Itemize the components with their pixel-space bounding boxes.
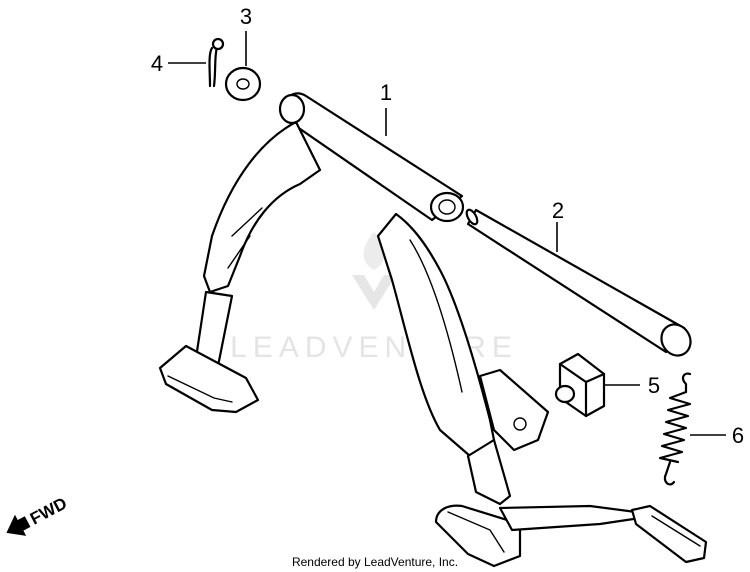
leader-lines	[168, 31, 726, 436]
callout-2: 2	[552, 198, 564, 223]
fwd-indicator: FWD	[6, 494, 70, 536]
watermark-logo-icon	[352, 275, 396, 310]
pivot-pipe-part	[465, 208, 692, 357]
watermark-text: LEADVENTURE	[230, 331, 518, 364]
washer-part	[224, 66, 262, 102]
main-stand-part	[158, 92, 708, 568]
callout-5: 5	[648, 373, 660, 398]
callout-6: 6	[732, 423, 744, 448]
watermark: LEADVENTURE	[230, 232, 518, 364]
callout-1: 1	[380, 80, 392, 105]
footer-credit: Rendered by LeadVenture, Inc.	[291, 555, 459, 569]
cotter-pin-part	[208, 37, 225, 88]
spring-part	[658, 372, 692, 486]
callouts: 1 2 3 4 5 6	[151, 4, 744, 448]
fwd-label: FWD	[27, 494, 70, 529]
callout-4: 4	[151, 51, 163, 76]
stopper-part	[554, 352, 606, 418]
callout-3: 3	[240, 4, 252, 29]
fwd-arrow-icon	[6, 514, 31, 536]
